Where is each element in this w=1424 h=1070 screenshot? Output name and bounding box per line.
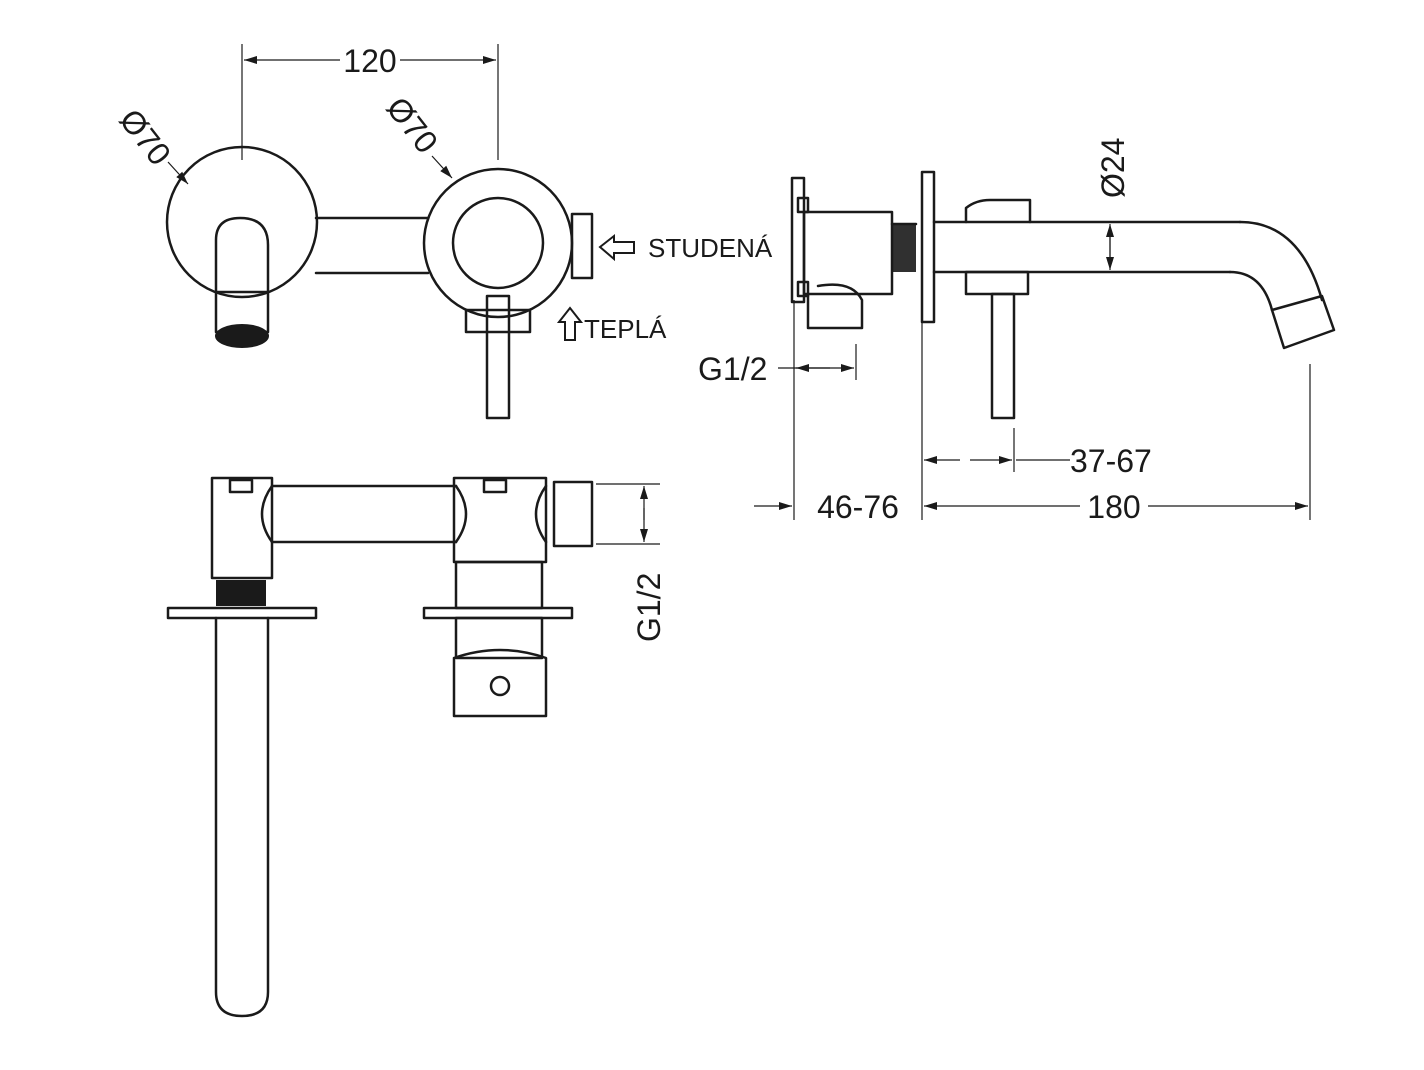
mixer-handle-cap	[451, 196, 545, 290]
dim-thread-top: G1/2	[698, 351, 767, 387]
spout-outlet	[215, 324, 269, 348]
label-cold: STUDENÁ	[648, 233, 773, 263]
thread	[892, 224, 916, 272]
dim-spacing: 120	[343, 43, 396, 79]
top-spout	[214, 616, 270, 1018]
side-view	[790, 170, 1336, 420]
top-view	[166, 476, 594, 1018]
side-dimensions: Ø24 G1/2 37-67 46-76 180	[698, 138, 1311, 525]
side-lever	[990, 292, 1016, 420]
cold-arrow-icon	[598, 233, 635, 262]
dim-spout-length: 180	[1087, 489, 1140, 525]
dim-thread-side: G1/2	[631, 573, 667, 642]
left-rosette	[165, 145, 319, 299]
dim-lever-offset: 37-67	[1070, 443, 1152, 479]
valve-body	[802, 210, 894, 296]
hot-arrow-icon	[556, 306, 584, 341]
label-hot: TEPLÁ	[584, 314, 667, 344]
dim-wall-depth: 46-76	[817, 489, 899, 525]
wall-rosette	[920, 170, 936, 324]
front-dimensions: 120 Ø70 Ø70	[112, 43, 499, 185]
dim-spout-pipe: Ø24	[1095, 138, 1131, 198]
top-thread	[216, 580, 266, 606]
spout-tip	[1270, 294, 1336, 350]
mixer-lever	[485, 294, 511, 420]
dim-rosette-left: Ø70	[112, 102, 178, 172]
inlet-labels: STUDENÁ TEPLÁ	[556, 233, 773, 344]
top-dimensions: G1/2	[596, 483, 667, 642]
front-view	[165, 145, 594, 420]
dim-rosette-right: Ø70	[379, 90, 445, 160]
spout-front	[214, 216, 270, 294]
